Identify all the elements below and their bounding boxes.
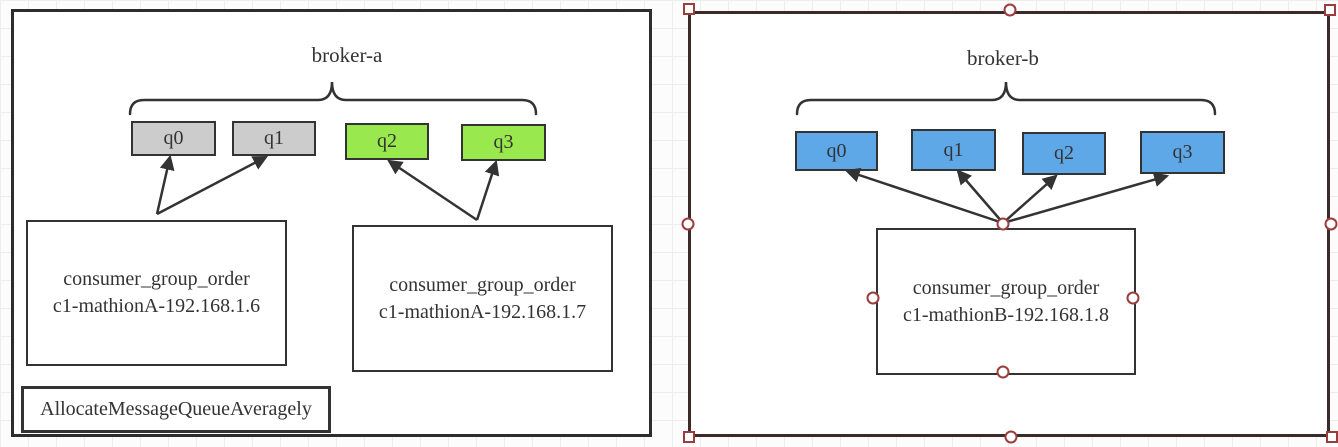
- selection-handle-top-middle[interactable]: [1003, 3, 1017, 17]
- consumer-box-3[interactable]: consumer_group_order c1-mathionB-192.168…: [876, 228, 1136, 375]
- consumer-client-id: c1-mathionA-192.168.1.6: [52, 295, 261, 317]
- connection-point-left[interactable]: [866, 291, 880, 305]
- connection-point-top[interactable]: [996, 217, 1010, 231]
- queue-label: q1: [943, 138, 964, 161]
- queue-box-a-q0[interactable]: q0: [131, 121, 216, 156]
- queue-label: q0: [826, 139, 847, 162]
- strategy-label-box[interactable]: AllocateMessageQueueAveragely: [21, 386, 331, 433]
- queue-box-a-q3[interactable]: q3: [461, 124, 546, 161]
- consumer-client-id: c1-mathionB-192.168.1.8: [902, 303, 1110, 326]
- consumer-group-name: consumer_group_order: [912, 276, 1100, 299]
- selection-handle-right-middle[interactable]: [1324, 217, 1338, 231]
- queue-label: q2: [1054, 142, 1074, 164]
- broker-b-title: broker-b: [967, 46, 1039, 70]
- queue-label: q0: [163, 127, 184, 149]
- selection-handle-bottom-right[interactable]: [1326, 431, 1338, 443]
- selection-handle-bottom-left[interactable]: [683, 431, 695, 443]
- strategy-label: AllocateMessageQueueAveragely: [40, 398, 312, 420]
- connection-point-right[interactable]: [1126, 291, 1140, 305]
- queue-box-b-q3[interactable]: q3: [1140, 131, 1225, 174]
- queue-label: q3: [1172, 141, 1193, 163]
- queue-box-a-q2[interactable]: q2: [345, 123, 429, 160]
- selection-handle-top-left[interactable]: [683, 3, 695, 15]
- consumer-client-id: c1-mathionA-192.168.1.7: [378, 300, 587, 323]
- queue-label: q2: [377, 130, 397, 152]
- queue-box-a-q1[interactable]: q1: [232, 121, 316, 156]
- consumer-group-name: consumer_group_order: [63, 268, 250, 290]
- broker-a-group[interactable]: broker-a q0 q1 q2 q3 consumer_group_orde…: [11, 9, 652, 437]
- queue-box-b-q1[interactable]: q1: [911, 129, 996, 171]
- queue-label: q1: [264, 127, 284, 149]
- selection-handle-top-right[interactable]: [1324, 4, 1336, 16]
- consumer-group-name: consumer_group_order: [389, 273, 576, 296]
- queue-box-b-q2[interactable]: q2: [1022, 132, 1106, 175]
- consumer-box-2[interactable]: consumer_group_order c1-mathionA-192.168…: [352, 225, 613, 372]
- connection-point-bottom[interactable]: [996, 365, 1010, 379]
- selection-handle-bottom-middle[interactable]: [1004, 430, 1018, 444]
- queue-label: q3: [493, 131, 514, 153]
- queue-box-b-q0[interactable]: q0: [795, 131, 878, 171]
- selection-handle-left-middle[interactable]: [681, 217, 695, 231]
- consumer-box-1[interactable]: consumer_group_order c1-mathionA-192.168…: [26, 220, 287, 366]
- broker-a-title: broker-a: [311, 43, 383, 67]
